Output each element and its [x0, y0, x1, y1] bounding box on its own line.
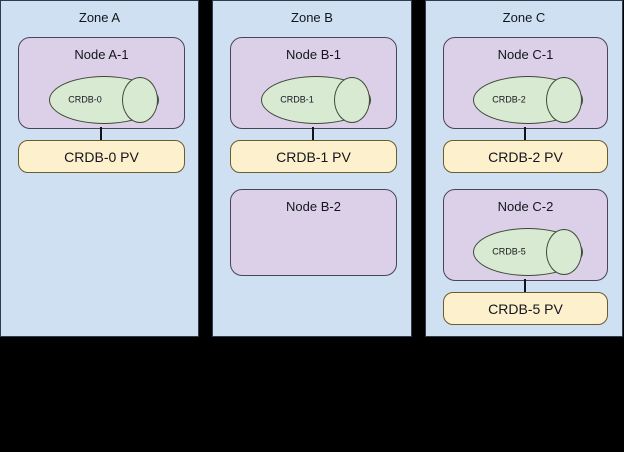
cylinder-label-crdb-0: CRDB-0: [68, 94, 102, 105]
cylinder-cap: [546, 77, 582, 123]
node-b-1[interactable]: Node B-1 CRDB-1: [230, 37, 397, 129]
zone-a[interactable]: Zone A Node A-1 CRDB-0 CRDB-0 PV: [0, 0, 199, 337]
cylinder-cap: [122, 77, 158, 123]
connector-node-c-2-to-pv: [524, 279, 526, 293]
zone-b[interactable]: Zone B Node B-1 CRDB-1 CRDB-1 PV Node B-…: [212, 0, 412, 337]
node-a-1-label: Node A-1: [74, 47, 129, 62]
zone-c[interactable]: Zone C Node C-1 CRDB-2 CRDB-2 PV Node C-…: [425, 0, 623, 337]
connector-node-c-1-to-pv: [524, 127, 526, 141]
pv-crdb-0[interactable]: CRDB-0 PV: [18, 140, 185, 173]
cylinder-cap: [334, 77, 370, 123]
pv-crdb-2[interactable]: CRDB-2 PV: [443, 140, 608, 173]
node-c-2[interactable]: Node C-2 CRDB-5: [443, 189, 608, 281]
zone-a-label: Zone A: [78, 10, 121, 25]
node-b-1-label: Node B-1: [286, 47, 341, 62]
cylinder-database-icon-crdb-5[interactable]: CRDB-5: [473, 228, 583, 276]
pv-crdb-1-label: CRDB-1 PV: [276, 148, 351, 165]
zone-c-label: Zone C: [502, 10, 546, 25]
cylinder-database-icon-crdb-0[interactable]: CRDB-0: [49, 76, 159, 124]
cylinder-label-crdb-1: CRDB-1: [280, 94, 314, 105]
pv-crdb-1[interactable]: CRDB-1 PV: [230, 140, 397, 173]
node-a-1[interactable]: Node A-1 CRDB-0: [18, 37, 185, 129]
cylinder-cap: [546, 229, 582, 275]
cylinder-label-crdb-5: CRDB-5: [492, 246, 526, 257]
pv-crdb-0-label: CRDB-0 PV: [64, 148, 139, 165]
node-b-2[interactable]: Node B-2: [230, 189, 397, 276]
node-c-2-label: Node C-2: [497, 199, 554, 214]
connector-node-b-1-to-pv: [312, 127, 314, 141]
node-b-2-label: Node B-2: [286, 199, 341, 214]
cylinder-label-crdb-2: CRDB-2: [492, 94, 526, 105]
connector-node-a-1-to-pv: [100, 127, 102, 141]
pv-crdb-2-label: CRDB-2 PV: [488, 148, 563, 165]
zone-b-label: Zone B: [291, 10, 333, 25]
node-c-1-label: Node C-1: [497, 47, 554, 62]
pv-crdb-5[interactable]: CRDB-5 PV: [443, 292, 608, 325]
cylinder-database-icon-crdb-1[interactable]: CRDB-1: [261, 76, 371, 124]
cylinder-database-icon-crdb-2[interactable]: CRDB-2: [473, 76, 583, 124]
pv-crdb-5-label: CRDB-5 PV: [488, 300, 563, 317]
node-c-1[interactable]: Node C-1 CRDB-2: [443, 37, 608, 129]
